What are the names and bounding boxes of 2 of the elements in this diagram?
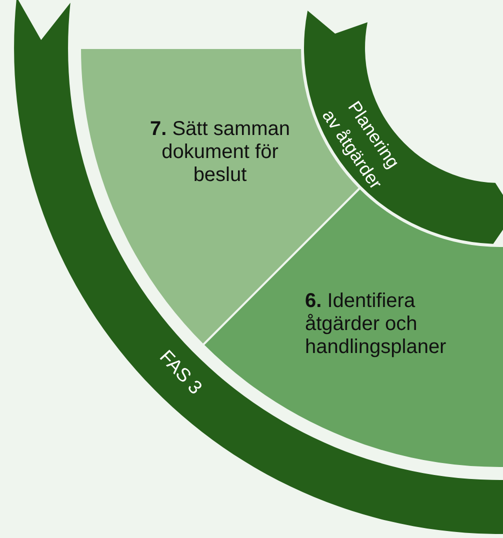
step-label: 7. Sätt samman dokument för beslut — [148, 118, 292, 187]
step-label: 6. Identifiera åtgärder och handlingsplaner — [305, 290, 448, 359]
